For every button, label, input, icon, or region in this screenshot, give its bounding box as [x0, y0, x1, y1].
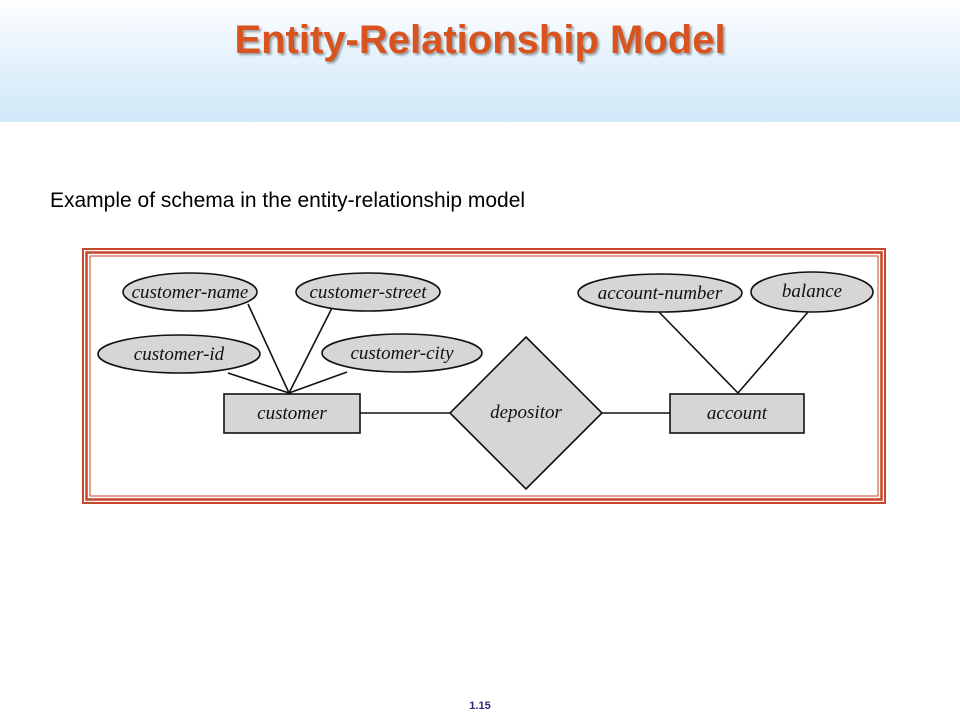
attribute-customer-city-shape — [321, 333, 483, 373]
attribute-balance-shape — [750, 271, 874, 313]
attribute-account-number-shape — [577, 273, 743, 313]
attribute-customer-street: customer-street — [309, 282, 427, 303]
line-customer-id — [227, 372, 290, 394]
slide-title: Entity-Relationship Model — [234, 18, 726, 62]
attribute-account-number: account-number — [598, 283, 723, 304]
attribute-customer-street-shape — [295, 272, 441, 312]
entity-customer: customer — [257, 403, 327, 424]
line-account-number — [658, 311, 739, 394]
line-customer-street — [288, 307, 333, 394]
frame-outer — [82, 248, 886, 504]
attribute-customer-name-shape — [122, 272, 258, 312]
line-customer-name — [247, 303, 290, 394]
line-balance — [737, 311, 809, 394]
attribute-customer-name: customer-name — [132, 282, 249, 303]
relationship-depositor-shape — [448, 335, 604, 491]
entity-account: account — [707, 403, 768, 424]
line-customer-city — [288, 371, 348, 394]
frame-inner — [89, 255, 879, 497]
slide-subtitle: Example of schema in the entity-relation… — [50, 189, 526, 212]
er-diagram: customer-name customer-street customer-i… — [82, 248, 886, 504]
entity-customer-shape — [223, 393, 361, 434]
entity-account-shape — [669, 393, 805, 434]
slide-header: Entity-Relationship Model — [0, 0, 960, 122]
attribute-customer-id: customer-id — [134, 344, 225, 365]
page-number: 1.15 — [469, 700, 491, 712]
attribute-customer-id-shape — [97, 334, 261, 374]
attribute-customer-city: customer-city — [350, 343, 454, 364]
attribute-balance: balance — [782, 281, 842, 302]
frame-middle — [85, 251, 883, 501]
relationship-depositor: depositor — [490, 402, 562, 423]
